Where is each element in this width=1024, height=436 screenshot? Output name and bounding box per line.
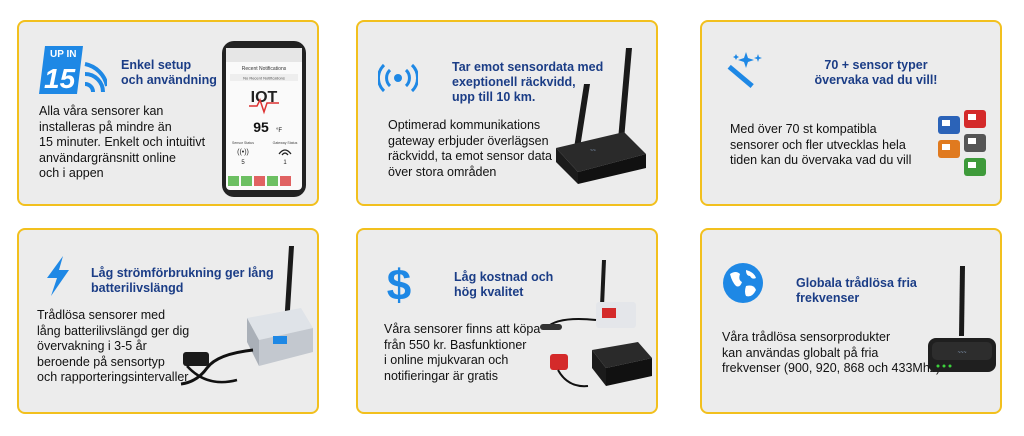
- badge-top-text: UP IN: [50, 49, 77, 60]
- svg-text:No Recent Notifications: No Recent Notifications: [243, 76, 285, 81]
- svg-text:~~~: ~~~: [958, 350, 967, 356]
- feature-card-frequencies: Globala trådlösa fria frekvenser Våra tr…: [700, 228, 1002, 414]
- dollar-sign-icon: $: [387, 262, 411, 306]
- svg-text:Recent Notifications: Recent Notifications: [242, 66, 287, 72]
- feature-card-sensor-types: 70 + sensor typer övervaka vad du vill! …: [700, 20, 1002, 206]
- sensor-collection-image: [938, 110, 986, 176]
- feature-card-cost: $ Låg kostnad och hög kvalitet Våra sens…: [356, 228, 658, 414]
- svg-text:((•)): ((•)): [237, 149, 249, 156]
- svg-text:Sensor Status: Sensor Status: [232, 141, 254, 145]
- gateway-device-image: ~~~: [928, 266, 996, 372]
- svg-text:°F: °F: [276, 128, 282, 134]
- card-title: Låg strömförbrukning ger lång batteriliv…: [91, 266, 274, 295]
- card-body: Med över 70 st kompatibla sensorer och f…: [730, 122, 912, 167]
- feature-card-range: Tar emot sensordata med exeptionell räck…: [356, 20, 658, 206]
- card-title: Tar emot sensordata med exeptionell räck…: [452, 60, 604, 104]
- globe-icon: [723, 263, 763, 303]
- card-title: Globala trådlösa fria frekvenser: [796, 276, 917, 305]
- feature-card-battery: Låg strömförbrukning ger lång batteriliv…: [17, 228, 319, 414]
- svg-text:Gateway Status: Gateway Status: [273, 141, 298, 145]
- card-title: Enkel setup och användning: [121, 58, 217, 87]
- card-body: Våra trådlösa sensorprodukter kan använd…: [722, 330, 941, 375]
- card-body: Optimerad kommunikations gateway erbjude…: [388, 118, 552, 179]
- smartphone-image: Recent Notifications No Recent Notificat…: [222, 41, 306, 197]
- svg-text:IOT: IOT: [251, 89, 278, 106]
- svg-text:5: 5: [241, 160, 245, 166]
- magic-wand-icon: [727, 52, 762, 88]
- card-title: Låg kostnad och hög kvalitet: [454, 270, 554, 299]
- card-body: Våra sensorer finns att köpa från 550 kr…: [384, 322, 541, 383]
- wireless-sensor-image: [180, 246, 313, 386]
- card-body: Alla våra sensorer kan installeras på mi…: [39, 104, 206, 180]
- feature-card-easy-setup: UP IN 15 Enkel setup och användning Alla…: [17, 20, 319, 206]
- badge-number-text: 15: [44, 63, 76, 94]
- svg-text:1: 1: [283, 160, 287, 166]
- svg-text:95: 95: [253, 119, 269, 135]
- gateway-device-image: ~~: [556, 48, 646, 184]
- svg-text:~~: ~~: [590, 148, 596, 154]
- sensor-products-image: [540, 260, 652, 388]
- card-title: 70 + sensor typer övervaka vad du vill!: [814, 58, 938, 87]
- up-in-15-icon: UP IN 15: [39, 46, 107, 94]
- lightning-bolt-icon: [47, 256, 69, 296]
- wireless-signal-icon: [378, 63, 418, 93]
- svg-text:$: $: [387, 262, 411, 306]
- card-body: Trådlösa sensorer med lång batterilivslä…: [37, 308, 190, 384]
